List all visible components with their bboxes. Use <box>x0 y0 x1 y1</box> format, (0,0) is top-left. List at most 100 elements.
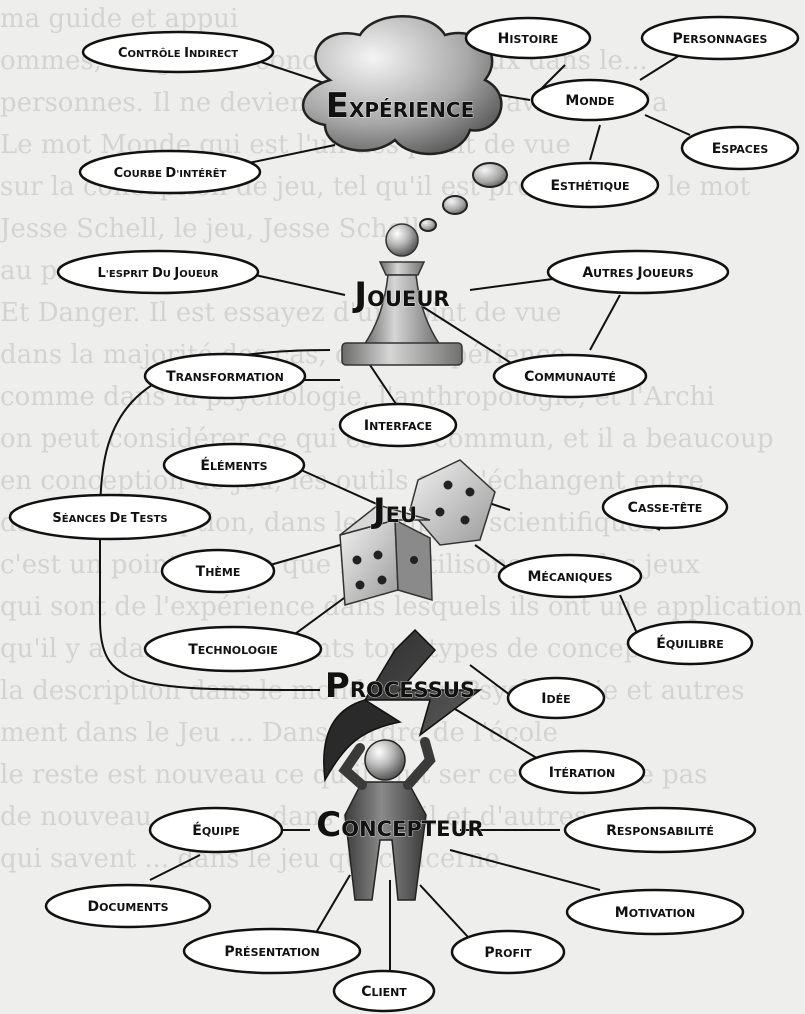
bubble-label: DOCUMENTS <box>87 899 168 915</box>
bubble-label: L'ESPRIT DU JOUEUR <box>98 266 219 281</box>
bubble-label: MONDE <box>565 93 614 109</box>
bubble-shape <box>640 15 800 61</box>
bubble-label: MÉCANIQUES <box>527 569 612 585</box>
bubble-courbe-interet: COURBE D'INTÉRÊT <box>78 149 262 195</box>
bubble-shape <box>626 620 754 666</box>
main-label-jeu: JEU <box>371 491 417 531</box>
bubble-shape <box>182 927 362 975</box>
bubble-shape <box>518 749 646 795</box>
lightning-bolt <box>323 628 483 783</box>
bubble-shape <box>546 249 730 295</box>
bubble-controle-indirect: CONTRÔLE INDIRECT <box>81 30 275 74</box>
bubble-shape <box>530 78 650 122</box>
bubble-esthetique: ESTHÉTIQUE <box>520 161 660 209</box>
bubble-shape <box>56 249 260 295</box>
bubble-espaces: ESPACES <box>680 125 800 171</box>
experience-cloud <box>301 15 508 232</box>
bubble-label: TECHNOLOGIE <box>188 642 278 658</box>
bubble-histoire: HISTOIRE <box>464 16 592 60</box>
bubble-documents: DOCUMENTS <box>44 883 212 929</box>
bubble-interface: INTERFACE <box>338 402 458 448</box>
bubble-label: INTERFACE <box>364 418 432 434</box>
player-pawn <box>341 223 463 366</box>
background-text-line: ma guide et appui <box>0 4 239 34</box>
bubble-label: AUTRES JOUEURS <box>582 265 693 281</box>
bubble-casse-tete: CASSE-TÊTE <box>601 484 729 530</box>
bubble-label: MOTIVATION <box>615 905 695 921</box>
bubble-motivation: MOTIVATION <box>565 888 745 936</box>
bubble-shape <box>148 806 284 854</box>
bubble-label: ÉQUILIBRE <box>656 635 723 652</box>
main-label-concepteur: CONCEPTEUR <box>316 805 483 845</box>
bubble-shape <box>332 969 436 1013</box>
bubble-label: TRANSFORMATION <box>166 369 284 385</box>
background-text-line: qui sont de l'expérience dans lesquels i… <box>0 592 803 622</box>
bubble-seances-tests: SÉANCES DE TESTS <box>8 493 212 541</box>
bubble-responsabilite: RESPONSABILITÉ <box>563 806 757 854</box>
bubble-client: CLIENT <box>332 969 436 1013</box>
bubble-shape <box>601 484 729 530</box>
bubble-shape <box>8 493 212 541</box>
bubble-technologie: TECHNOLOGIE <box>143 625 323 673</box>
bubble-label: COURBE D'INTÉRÊT <box>114 166 227 181</box>
bubble-idee: IDÉE <box>506 676 606 720</box>
bubble-shape <box>680 125 800 171</box>
bubble-label: HISTOIRE <box>498 31 559 47</box>
bubble-label: RESPONSABILITÉ <box>606 823 714 839</box>
bubble-theme: THÈME <box>160 548 276 594</box>
main-label-processus: PROCESSUS <box>325 666 475 706</box>
bubble-equilibre: ÉQUILIBRE <box>626 620 754 666</box>
bubble-shape <box>563 806 757 854</box>
bubble-autres-joueurs: AUTRES JOUEURS <box>546 249 730 295</box>
background-text-line: ment dans le Jeu ... Dans l'ordre de l'é… <box>0 718 558 748</box>
bubble-label: ÉLÉMENTS <box>200 457 267 474</box>
bubble-shape <box>492 353 648 399</box>
bubble-elements: ÉLÉMENTS <box>162 442 306 488</box>
bubble-iteration: ITÉRATION <box>518 749 646 795</box>
bubble-shape <box>44 883 212 929</box>
dice <box>339 459 496 606</box>
bubble-shape <box>450 929 566 975</box>
main-label-experience: EXPÉRIENCE <box>326 86 475 126</box>
bubble-shape <box>506 676 606 720</box>
bubble-shape <box>520 161 660 209</box>
bubble-communaute: COMMUNAUTÉ <box>492 353 648 399</box>
main-label-joueur: JOUEUR <box>352 275 449 315</box>
bubble-equipe: ÉQUIPE <box>148 806 284 854</box>
bubble-shape <box>565 888 745 936</box>
bubble-shape <box>160 548 276 594</box>
bubble-shape <box>143 352 307 400</box>
bubble-label: PROFIT <box>484 945 532 961</box>
bubble-label: CONTRÔLE INDIRECT <box>118 46 238 61</box>
bubble-label: IDÉE <box>541 691 570 707</box>
bubble-label: ESPACES <box>712 141 769 157</box>
bubble-mecaniques: MÉCANIQUES <box>497 553 643 599</box>
background-text-line: Jesse Schell, le jeu, Jesse Schell <box>0 214 420 244</box>
bubble-esprit-joueur: L'ESPRIT DU JOUEUR <box>56 249 260 295</box>
bubble-presentation: PRÉSENTATION <box>182 927 362 975</box>
bubble-shape <box>162 442 306 488</box>
bubble-label: ITÉRATION <box>549 765 616 781</box>
bubble-label: ESTHÉTIQUE <box>550 178 629 194</box>
bubble-label: THÈME <box>196 564 241 580</box>
bubble-label: CASSE-TÊTE <box>628 500 703 516</box>
bubble-transformation: TRANSFORMATION <box>143 352 307 400</box>
bubble-label: PERSONNAGES <box>673 31 768 47</box>
background-text-line: en conception de jeu, les outils qui s'é… <box>0 466 705 496</box>
background-text-line: Et Danger. Il est essayez d'un point de … <box>0 298 562 328</box>
bubble-shape <box>143 625 323 673</box>
designer-figure <box>338 737 436 901</box>
bubble-monde: MONDE <box>530 78 650 122</box>
bubble-shape <box>78 149 262 195</box>
bubble-label: CLIENT <box>361 984 407 1000</box>
bubble-profit: PROFIT <box>450 929 566 975</box>
bubble-label: PRÉSENTATION <box>224 944 319 960</box>
bubble-label: ÉQUIPE <box>192 822 240 839</box>
bubble-shape <box>81 30 275 74</box>
background-text-line: qu'il y a dans les différents tous types… <box>0 634 692 664</box>
bubble-label: SÉANCES DE TESTS <box>52 511 167 526</box>
background-text-line: de nouveau, comme dans ce qu'il et d'aut… <box>0 802 588 832</box>
bubble-shape <box>338 402 458 448</box>
bubble-personnages: PERSONNAGES <box>640 15 800 61</box>
